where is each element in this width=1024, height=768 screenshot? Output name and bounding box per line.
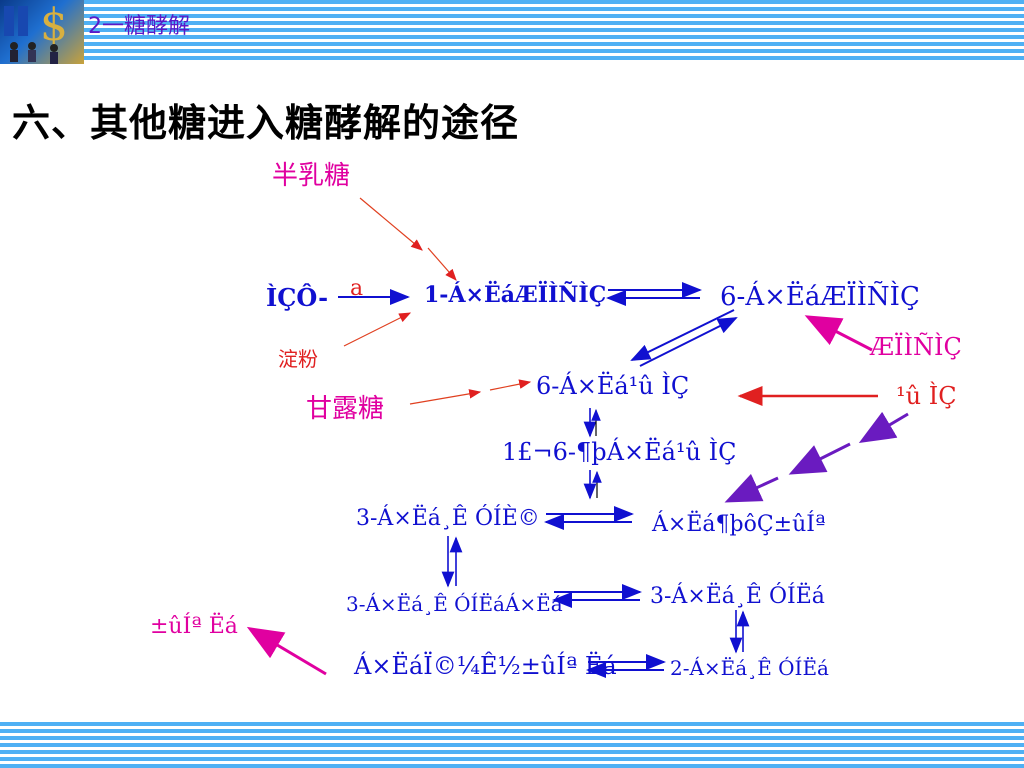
arrow-glucose-g6p	[804, 315, 873, 352]
arrow-fructose-dhap-2	[788, 442, 851, 475]
arrow-starch	[343, 312, 412, 347]
arrow-pep-pyruvate	[246, 626, 327, 676]
arrow-mannose-2	[489, 379, 532, 391]
label-dhap: Á×Ëá¶þôÇ±ûÍª	[652, 512, 826, 537]
label-mannose: 甘露糖	[306, 394, 385, 424]
header-band	[0, 0, 1024, 62]
arrow-galactose-2	[427, 247, 457, 281]
footer-band	[0, 722, 1024, 768]
arrow-mannose-1	[409, 389, 482, 405]
label-g6p: 6-Á×ËáÆÏÌÑÌÇ	[720, 282, 920, 312]
label-pg3: 3-Á×Ëá¸Ê ÓÍËá	[650, 584, 825, 609]
arrow-fructose-dhap-3	[724, 473, 779, 503]
arrow-g6p-f6p-1	[630, 309, 735, 361]
header-title: 2一糖酵解	[88, 14, 190, 39]
arrow-galactose-1	[359, 197, 423, 251]
label-starch: 淀粉	[278, 347, 318, 371]
label-pg2: 2-Á×Ëá¸Ê ÓÍËá	[670, 656, 829, 680]
label-a: a	[350, 276, 364, 301]
label-g3p: 3-Á×Ëá¸Ê ÓÍÈ©	[356, 506, 540, 531]
arrow-fructose-dhap-1	[858, 411, 909, 444]
label-galactose: 半乳糖	[272, 161, 351, 191]
label-uridine: ÌÇÔ-	[266, 283, 329, 312]
label-bpg13: 3-Á×Ëá¸Ê ÓÍËáÁ×Ëá	[346, 592, 563, 616]
logo-graphic: $	[4, 0, 68, 64]
label-pyruvate: ±ûÍª Ëá	[150, 614, 238, 639]
label-pep: Á×ËáÏ©¼Ê½±ûÍª Ëá	[354, 652, 617, 680]
header-logo: $	[0, 0, 84, 64]
arrow-g6p-f6p-2	[639, 317, 738, 367]
label-f6p: 6-Á×Ëá¹û ÌÇ	[536, 372, 690, 400]
page-title: 六、其他糖进入糖酵解的途径	[12, 101, 520, 145]
svg-text:$: $	[40, 0, 68, 51]
label-g1p: 1-Á×ËáÆÏÌÑÌÇ	[424, 282, 607, 308]
label-fructose: ¹û ÌÇ	[896, 382, 957, 410]
label-glucose: ÆÏÌÑÌÇ	[870, 333, 962, 361]
label-f16bp: 1£¬6-¶þÁ×Ëá¹û ÌÇ	[502, 438, 737, 466]
